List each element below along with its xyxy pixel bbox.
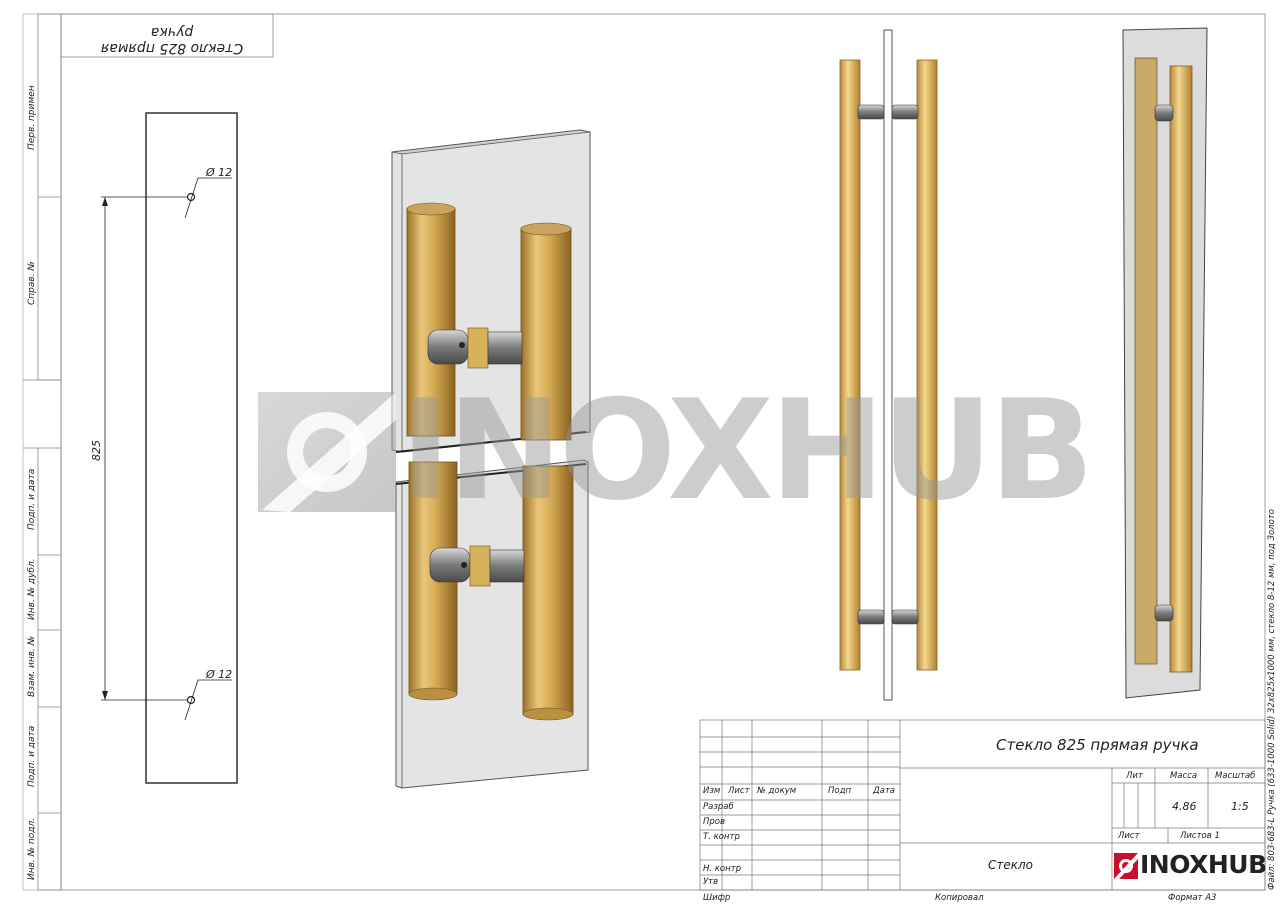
watermark-logo-icon <box>258 392 396 512</box>
role-prov: Пров <box>703 817 725 827</box>
section-view <box>391 129 591 789</box>
side-caption-inv-dubl: Инв. № дубл. <box>27 558 37 620</box>
material-label: Стекло <box>988 858 1034 872</box>
role-razrab: Разраб <box>703 802 734 812</box>
watermark-text: INOXHUB <box>400 370 1094 531</box>
mass-value: 4.86 <box>1172 800 1197 813</box>
side-caption-vzam-inv: Взам. инв. № <box>27 635 37 697</box>
role-n-kontr: Н. контр <box>703 864 742 874</box>
side-caption-inv-podl: Инв. № подл. <box>27 817 37 880</box>
drawing-title: Стекло 825 прямая ручка <box>996 736 1199 754</box>
side-caption-podp-data-2: Подп. и дата <box>27 725 37 787</box>
inoxhub-logo-icon <box>1114 853 1138 879</box>
mass-label: Масса <box>1170 771 1198 781</box>
file-caption: Файл: 803-683-L Ручка (633-1000 Solid) 3… <box>1267 509 1277 890</box>
title-block-grid <box>699 719 1266 891</box>
front-view <box>839 29 938 701</box>
side-caption-podp-data-1: Подп. и дата <box>27 468 37 530</box>
hole-bottom-dim: Ø 12 <box>206 668 233 681</box>
side-strip <box>23 13 62 891</box>
rev-header-izm: Изм <box>703 786 721 796</box>
rev-header-data: Дата <box>873 786 896 796</box>
perspective-view <box>1122 27 1208 699</box>
hole-top-dim: Ø 12 <box>206 166 233 179</box>
sheets-label: Листов 1 <box>1180 831 1220 841</box>
title-block-logo-text: INOXHUB <box>1140 850 1267 879</box>
bottom-format: Формат А3 <box>1168 893 1217 903</box>
rev-header-list: Лист <box>728 786 750 796</box>
bottom-copied: Копировал <box>935 893 984 903</box>
lit-label: Лит <box>1126 771 1143 781</box>
role-t-kontr: Т. контр <box>703 832 740 842</box>
distance-dim: 825 <box>90 440 103 461</box>
side-caption-sprav-no: Справ. № <box>27 261 37 305</box>
role-utv: Утв <box>703 877 719 887</box>
bottom-shifr: Шифр <box>703 893 731 903</box>
scale-value: 1:5 <box>1231 800 1249 813</box>
stamp-box <box>60 13 274 58</box>
outer-frame <box>22 13 1266 891</box>
sheet-label: Лист <box>1118 831 1140 841</box>
stamp-top-text: Стекло 825 прямая ручка <box>100 24 244 56</box>
rev-header-doc: № докум <box>757 786 797 796</box>
glass-panel-drawing <box>101 112 238 784</box>
rev-header-podp: Подп <box>828 786 852 796</box>
side-caption-perv-primen: Перв. примен <box>27 85 37 150</box>
scale-label: Масштаб <box>1215 771 1256 781</box>
